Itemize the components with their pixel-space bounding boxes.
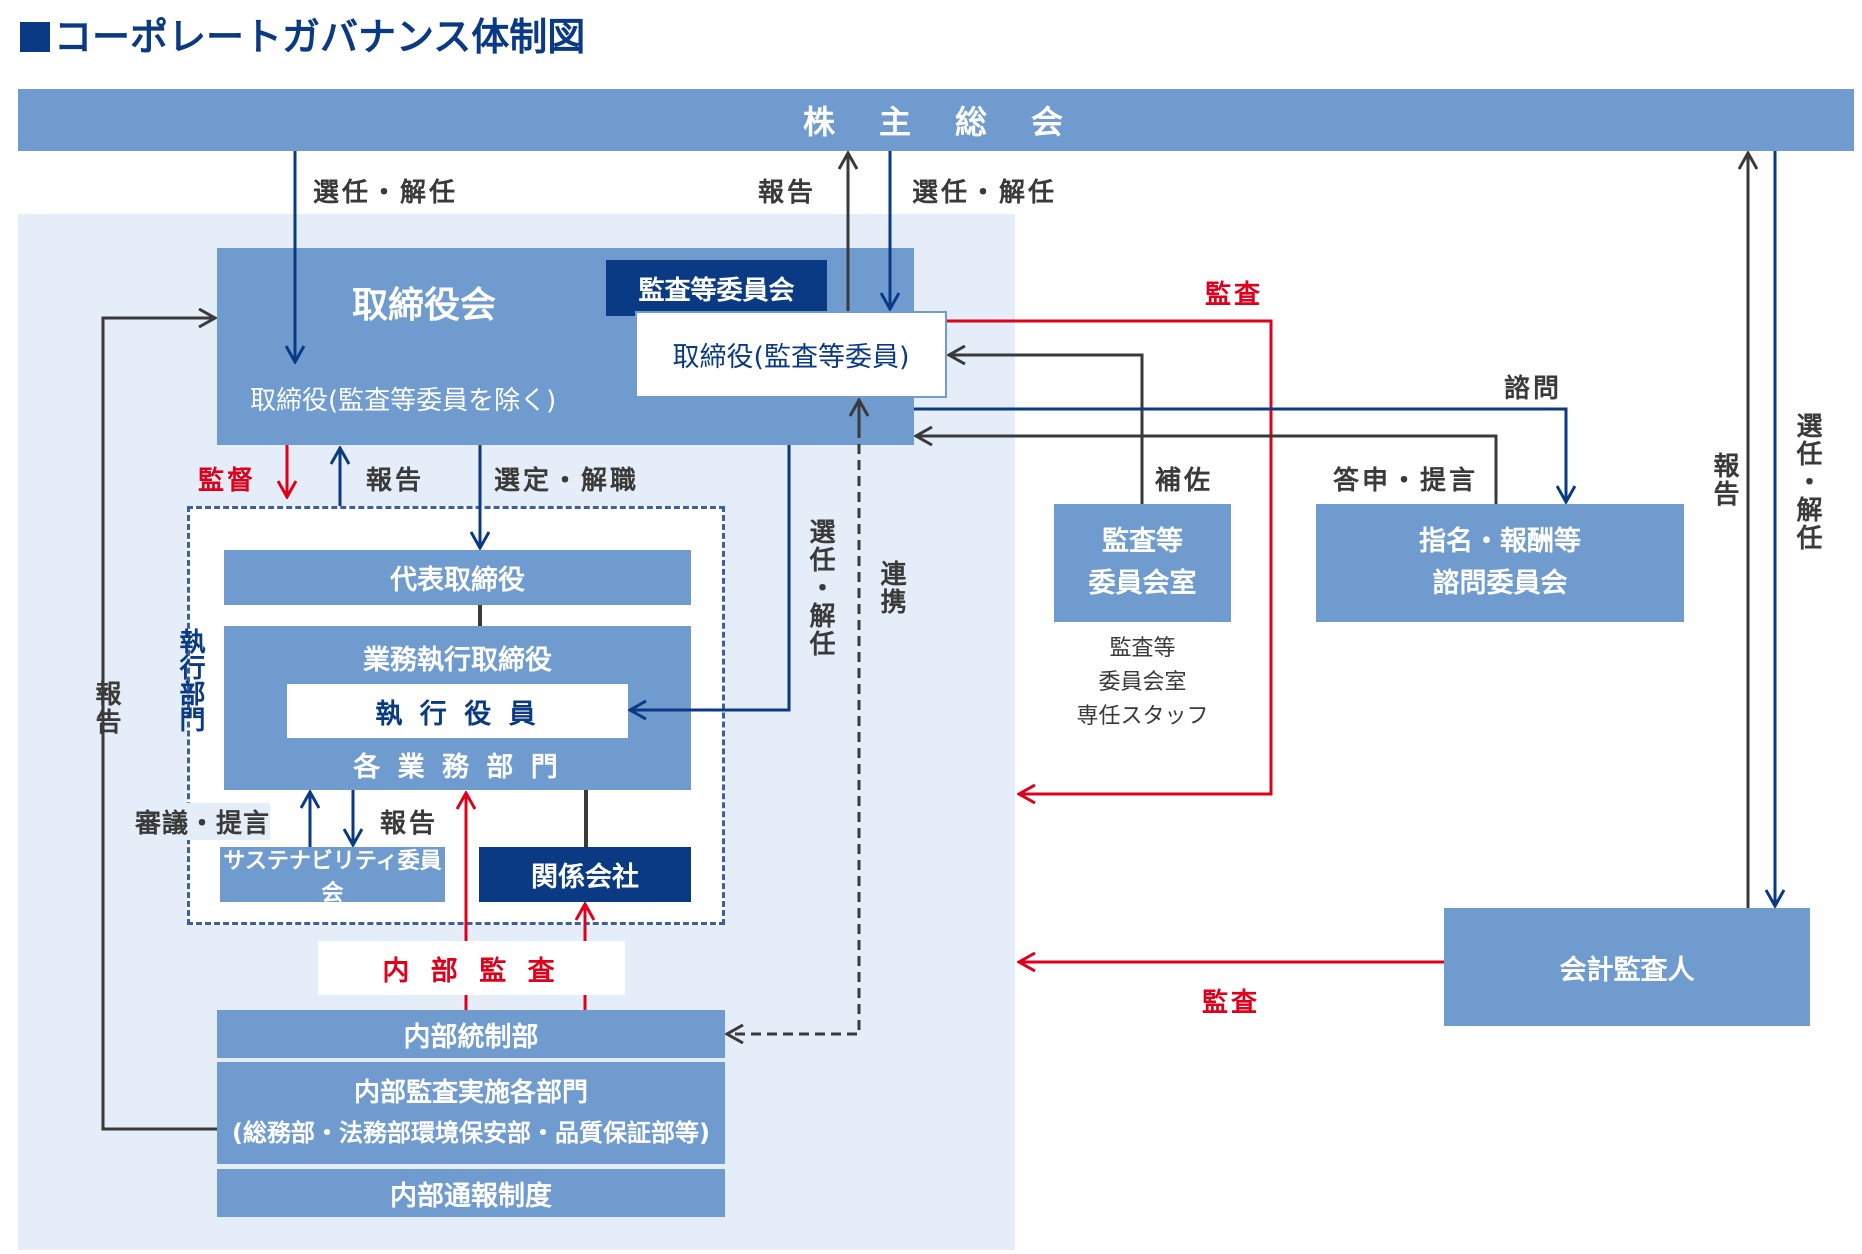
- board-directors-label: 取締役(監査等委員を除く): [250, 386, 557, 416]
- label-select-dismiss: 選定・解職: [494, 466, 640, 496]
- sustainability-committee-box[interactable]: サステナビリティ委員会: [220, 847, 445, 906]
- label-report-auditor: 報告: [1709, 452, 1739, 508]
- label-audit-top: 監査: [1205, 280, 1264, 310]
- audit-office-staff-line1: 監査等: [1109, 636, 1176, 661]
- label-elect-auditor: 選任・解任: [1792, 412, 1822, 552]
- nomination-compensation-committee-box[interactable]: 指名・報酬等 諮問委員会: [1316, 504, 1684, 622]
- audit-office-staff-line2: 委員会室: [1098, 670, 1187, 695]
- executive-directors-label: 業務執行取締役: [363, 645, 552, 676]
- label-audit-bottom: 監査: [1202, 988, 1261, 1018]
- nomination-committee-line2: 諮問委員会: [1432, 568, 1568, 599]
- label-reply-proposal: 答申・提言: [1333, 466, 1479, 496]
- internal-audit-depts-line1: 内部監査実施各部門: [353, 1078, 588, 1108]
- executive-officers-box[interactable]: 執 行 役 員: [287, 684, 628, 738]
- label-cooperation: 連携: [876, 560, 906, 616]
- audit-office-staff-line3: 専任スタッフ: [1076, 704, 1209, 729]
- label-report-left: 報告: [91, 680, 121, 736]
- audit-committee-office-box[interactable]: 監査等 委員会室: [1054, 504, 1231, 622]
- audit-committee-office-line2: 委員会室: [1088, 568, 1197, 599]
- internal-audit-depts-line2: (総務部・法務部環境保安部・品質保証部等): [232, 1119, 710, 1147]
- shareholders-meeting-box[interactable]: 株 主 総 会: [18, 89, 1854, 151]
- business-divisions-label: 各 業 務 部 門: [353, 752, 562, 783]
- accounting-auditor-box[interactable]: 会計監査人: [1444, 908, 1810, 1026]
- label-report-sustainability: 報告: [380, 809, 439, 839]
- audit-committee-box[interactable]: 監査等委員会: [606, 260, 827, 316]
- whistleblowing-system-box[interactable]: 内部通報制度: [217, 1169, 725, 1217]
- label-elect-officers: 選任・解任: [805, 518, 835, 658]
- label-elect-audit-members: 選任・解任: [912, 178, 1058, 208]
- affiliates-box[interactable]: 関係会社: [479, 847, 691, 902]
- label-consult: 諮問: [1504, 374, 1563, 404]
- representative-director-box[interactable]: 代表取締役: [224, 550, 691, 605]
- board-title: 取締役会: [352, 285, 497, 326]
- audit-committee-members-box[interactable]: 取締役(監査等委員): [635, 311, 947, 398]
- audit-committee-office-line1: 監査等: [1102, 526, 1183, 557]
- internal-audit-depts-box[interactable]: 内部監査実施各部門 (総務部・法務部環境保安部・品質保証部等): [217, 1062, 725, 1164]
- page-title-text: コーポレートガバナンス体制図: [54, 15, 586, 59]
- nomination-committee-line1: 指名・報酬等: [1419, 526, 1581, 557]
- label-assist: 補佐: [1155, 466, 1214, 496]
- internal-audit-label-overlay: 内 部 監 査: [318, 941, 625, 995]
- label-report-board: 報告: [366, 466, 425, 496]
- label-elect-board: 選任・解任: [313, 178, 459, 208]
- label-deliberate-propose: 審議・提言: [135, 803, 271, 840]
- label-report-shareholders: 報告: [758, 178, 817, 208]
- internal-control-dept-box[interactable]: 内部統制部: [217, 1010, 725, 1058]
- label-supervise: 監督: [198, 466, 257, 496]
- page-title: コーポレートガバナンス体制図: [20, 6, 585, 61]
- audit-office-staff-note: 監査等 委員会室 専任スタッフ: [1054, 632, 1231, 734]
- execution-division-label: 執行部門: [175, 628, 205, 732]
- title-square-icon: [20, 22, 50, 52]
